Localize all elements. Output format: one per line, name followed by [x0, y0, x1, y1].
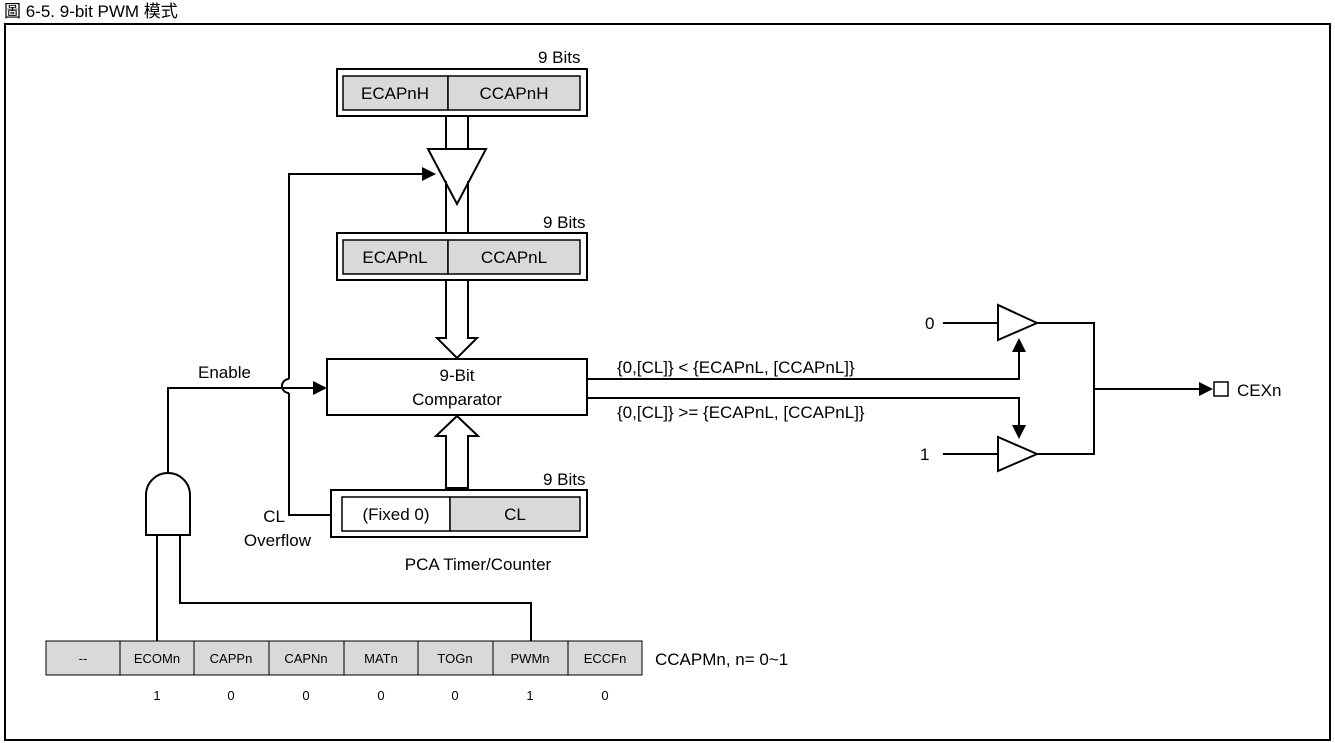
cl-cell — [449, 496, 581, 532]
capture-low-bits-label: 9 Bits — [543, 213, 586, 232]
output-merge-wire — [1037, 322, 1095, 455]
ccapm-bit-cell — [417, 640, 494, 676]
and-gate — [145, 472, 191, 536]
ccapm-bit-value: 1 — [526, 688, 533, 703]
comparator-line1: 9-Bit — [440, 366, 475, 385]
ccapm-register-name: CCAPMn, n= 0~1 — [655, 650, 788, 669]
overflow-label: Overflow — [244, 531, 312, 550]
greater-eq-arrowhead — [1012, 425, 1026, 439]
ccapm-register: -- ECOMn CAPPn CAPNn MATn TOGn PWMn ECCF… — [45, 640, 643, 703]
ccapm-bit-name: CAPNn — [284, 651, 327, 666]
overflow-wire-lower — [288, 393, 331, 516]
output-pin-box — [1213, 381, 1229, 397]
input-zero-label: 0 — [925, 314, 934, 333]
ccapm-bit-cell — [343, 640, 419, 676]
cl-label: CL — [263, 507, 285, 526]
greater-eq-wire — [587, 397, 1020, 425]
ccapm-bit-cell — [567, 640, 643, 676]
cl-cell-label: CL — [504, 505, 526, 524]
timer-name: PCA Timer/Counter — [405, 555, 552, 574]
output-arrowhead — [1199, 382, 1213, 396]
ccapm-bit-value: 0 — [377, 688, 384, 703]
ccapm-bit-name: MATn — [364, 651, 398, 666]
ccapm-bit-name: CAPPn — [210, 651, 253, 666]
enable-wire — [167, 387, 313, 478]
diagram-frame — [4, 23, 1331, 741]
less-than-label: {0,[CL]} < {ECAPnL, [CCAPnL]} — [617, 358, 855, 377]
comparator-block — [326, 358, 588, 416]
enable-arrowhead — [313, 381, 327, 395]
ccapnh-label: CCAPnH — [480, 84, 549, 103]
ccapm-bit-name: PWMn — [511, 651, 550, 666]
bus-arrow-timer-to-comparator — [433, 414, 481, 489]
less-than-arrowhead — [1012, 338, 1026, 352]
less-than-wire — [587, 352, 1020, 380]
buffer-upper — [997, 303, 1040, 342]
ccapm-bit-cell — [492, 640, 569, 676]
ccapm-bit-cell — [193, 640, 270, 676]
ccapnl-cell — [447, 239, 581, 275]
bus-arrow-low-to-comparator — [434, 279, 480, 360]
ccapm-bit-name: TOGn — [437, 651, 472, 666]
reload-buffer-triangle — [426, 148, 488, 207]
ccapm-bit-name: ECOMn — [134, 651, 180, 666]
pwm-wire — [179, 535, 532, 641]
ccapnh-cell — [447, 75, 581, 111]
ccapm-bit-name: ECCFn — [584, 651, 627, 666]
overflow-wire-upper — [288, 173, 422, 379]
input-one-label: 1 — [920, 445, 929, 464]
ccapnl-label: CCAPnL — [481, 248, 547, 267]
ccapm-bit-value: 0 — [227, 688, 234, 703]
ecapnl-label: ECAPnL — [362, 248, 427, 267]
buffer-lower — [997, 435, 1040, 473]
enable-label: Enable — [198, 363, 251, 382]
capture-high-bits-label: 9 Bits — [538, 48, 581, 67]
ccapm-bit-value: 0 — [302, 688, 309, 703]
ccapm-bit-name: -- — [79, 651, 88, 666]
figure-caption: 圖 6-5. 9-bit PWM 模式 — [4, 2, 178, 21]
ccapm-bit-cell — [268, 640, 345, 676]
overflow-arrowhead — [422, 167, 436, 181]
ccapm-bit-cell — [45, 640, 121, 676]
wire-crossover-hop — [281, 378, 290, 394]
ccapm-bit-value: 1 — [153, 688, 160, 703]
comparator-line2: Comparator — [412, 390, 502, 409]
greater-eq-label: {0,[CL]} >= {ECAPnL, [CCAPnL]} — [617, 403, 865, 422]
ccapm-bit-value: 0 — [601, 688, 608, 703]
output-pin-label: CEXn — [1237, 381, 1281, 400]
fixed-zero-label: (Fixed 0) — [362, 505, 429, 524]
ccapm-bit-cell — [119, 640, 195, 676]
timer-bits-label: 9 Bits — [543, 470, 586, 489]
ccapm-bit-value: 0 — [451, 688, 458, 703]
ecapnh-cell — [342, 75, 449, 111]
ecapnh-label: ECAPnH — [361, 84, 429, 103]
